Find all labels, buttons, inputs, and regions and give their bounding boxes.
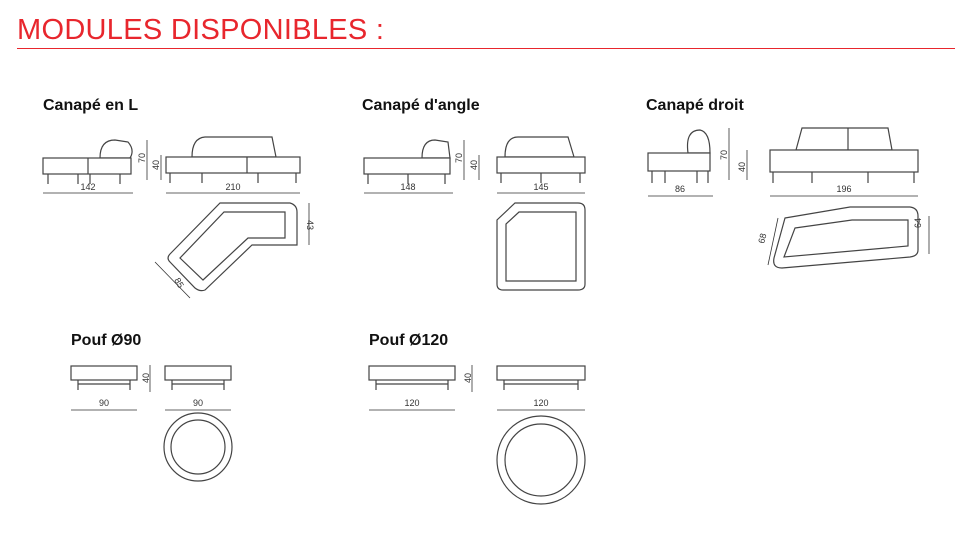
dim-width: 196 xyxy=(836,184,851,194)
dim-width: 210 xyxy=(225,182,240,192)
title-divider xyxy=(17,48,955,49)
dim-height: 40 xyxy=(141,373,151,383)
drawing-pouf-120: 120 40 120 xyxy=(368,365,586,505)
dim-seat-height: 40 xyxy=(469,160,479,170)
dim-width: 145 xyxy=(533,182,548,192)
dim-seat-height: 40 xyxy=(151,160,161,170)
dim-height: 40 xyxy=(463,373,473,383)
module-title-pouf-90: Pouf Ø90 xyxy=(71,332,142,349)
page-title: MODULES DISPONIBLES : xyxy=(17,14,385,46)
dim-width: 120 xyxy=(533,398,548,408)
module-title-canape-l: Canapé en L xyxy=(43,97,139,114)
dim-depth: 64 xyxy=(913,218,923,228)
module-title-canape-droit: Canapé droit xyxy=(646,97,744,114)
drawing-pouf-90: 90 40 90 xyxy=(70,365,233,482)
dim-diagonal: 68 xyxy=(756,232,768,244)
module-title-pouf-120: Pouf Ø120 xyxy=(369,332,449,349)
dim-diagonal: 85 xyxy=(172,276,186,290)
dim-height: 70 xyxy=(719,150,729,160)
dim-width: 120 xyxy=(404,398,419,408)
dim-height: 70 xyxy=(137,153,147,163)
drawing-canape-angle: 148 70 40 145 xyxy=(363,136,586,291)
drawing-canape-l: 142 70 40 210 43 85 xyxy=(42,136,315,299)
dim-width: 148 xyxy=(400,182,415,192)
dim-width: 90 xyxy=(193,398,203,408)
dim-depth: 43 xyxy=(305,220,315,230)
dim-width: 90 xyxy=(99,398,109,408)
dim-width: 142 xyxy=(80,182,95,192)
dim-width: 86 xyxy=(675,184,685,194)
module-title-canape-angle: Canapé d'angle xyxy=(362,97,480,114)
dim-height: 70 xyxy=(454,153,464,163)
drawing-canape-droit: 86 70 40 196 68 64 xyxy=(647,127,930,269)
dim-seat-height: 40 xyxy=(737,162,747,172)
